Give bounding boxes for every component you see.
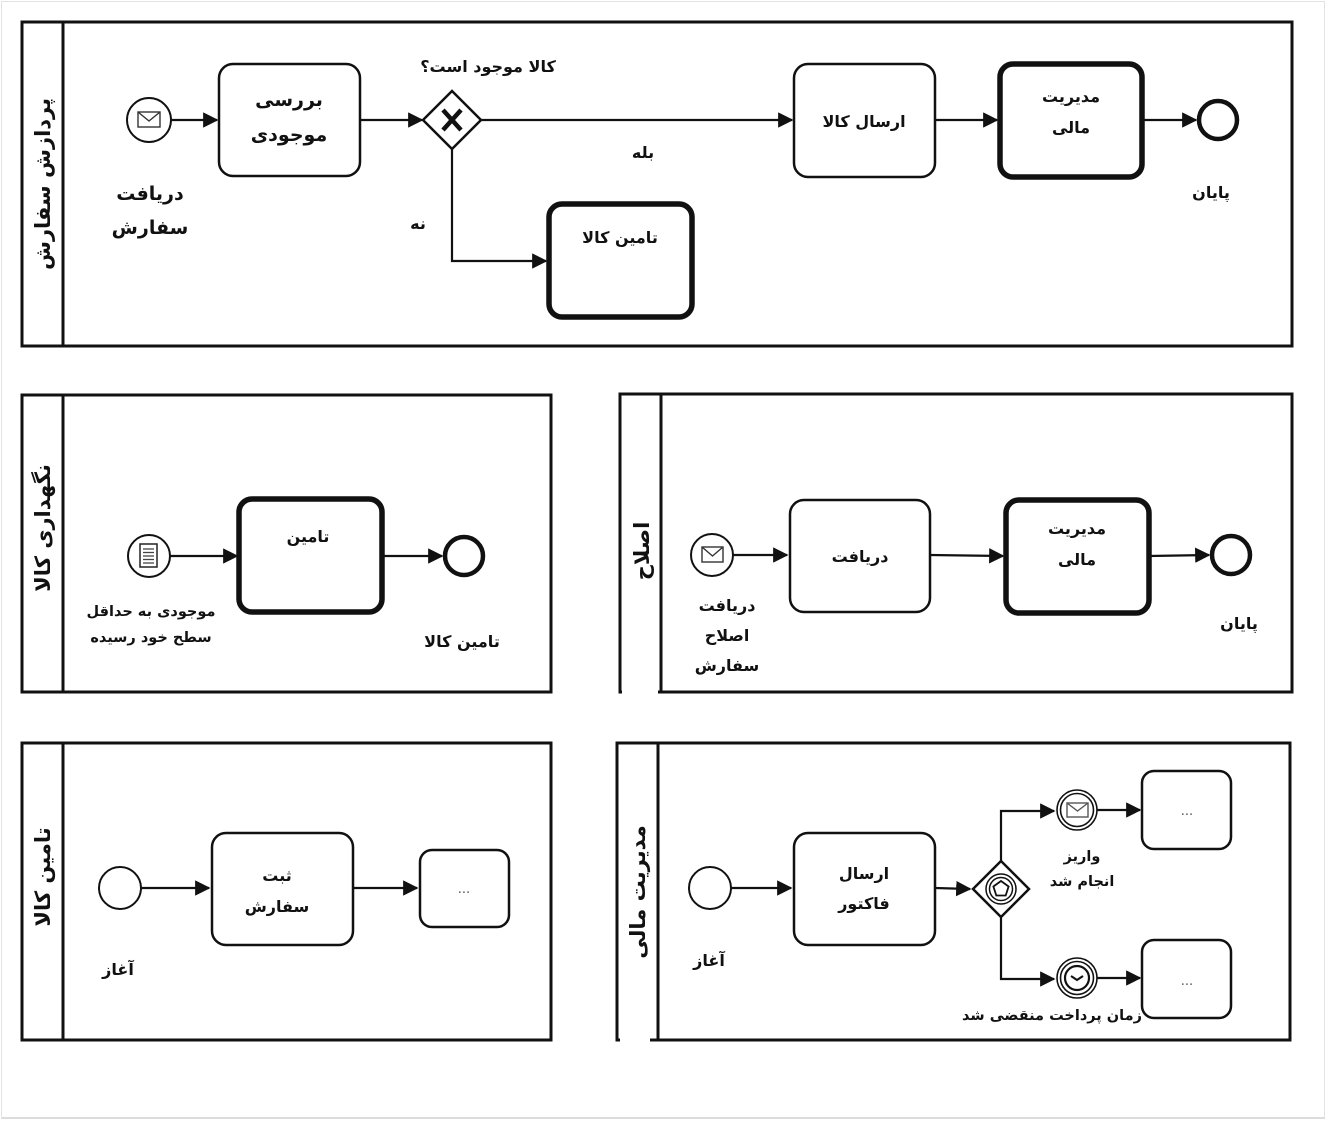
x-icon: [441, 108, 463, 132]
pool-border: [618, 392, 1294, 694]
intermediate-event-label: زمان پرداخت منقضی شد: [962, 1008, 1142, 1024]
start-event-label-line2: اصلاح: [705, 626, 750, 645]
task-placeholder[interactable]: ...: [418, 848, 511, 929]
pool-title: پردازش سفارش: [31, 98, 55, 270]
sequence-flow-no[interactable]: [450, 149, 548, 269]
end-event[interactable]: [1209, 533, 1253, 577]
task-label-line2: سفارش: [245, 897, 310, 916]
task-register-order[interactable]: ثبت سفارش: [210, 831, 355, 947]
task-placeholder-timeout[interactable]: ...: [1140, 938, 1233, 1020]
event-based-gateway[interactable]: [971, 859, 1031, 919]
pool-title: اصلاح: [630, 522, 654, 581]
subprocess-label-line1: مدیریت: [1048, 519, 1106, 538]
task-check-inventory[interactable]: بررسی موجودی: [217, 62, 362, 178]
start-event-label: آغاز: [101, 959, 134, 979]
start-event-conditional[interactable]: [127, 534, 171, 578]
start-event-label-line2: سطح خود رسیده: [90, 630, 211, 646]
end-event-label: پایان: [1192, 183, 1230, 203]
end-event-label: پایان: [1220, 614, 1258, 634]
start-event[interactable]: [98, 866, 142, 910]
sequence-flow[interactable]: [934, 880, 972, 897]
flow-no-label: نه: [410, 214, 426, 233]
exclusive-gateway[interactable]: [421, 89, 483, 151]
task-receive[interactable]: دریافت: [788, 498, 932, 614]
intermediate-event-timer[interactable]: [1056, 957, 1098, 999]
task-label: ارسال کالا: [822, 112, 905, 131]
pool-correction: اصلاح دریافت اصلاح سفارش دریافت مدیریت م…: [618, 392, 1294, 696]
pool-supply: تامین کالا آغاز ثبت سفارش ...: [20, 741, 553, 1042]
intermediate-event-label-line2: انجام شد: [1050, 874, 1115, 890]
pool-title: مدیریت مالی: [626, 825, 650, 959]
pool-border: [20, 20, 1294, 348]
end-event[interactable]: [1196, 98, 1240, 142]
intermediate-event-message[interactable]: [1056, 789, 1098, 831]
task-placeholder-payment[interactable]: ...: [1140, 769, 1233, 851]
border-gap: [622, 688, 658, 696]
pool-title: تامین کالا: [31, 827, 55, 926]
start-event-label-line3: سفارش: [695, 656, 760, 675]
pool-border: [615, 741, 1292, 1042]
start-event-message[interactable]: [690, 533, 734, 577]
subprocess-label-line2: مالی: [1058, 550, 1096, 569]
envelope-icon: [137, 111, 161, 128]
start-event-label-line1: دریافت: [699, 596, 756, 615]
pentagon-icon: [992, 879, 1010, 897]
task-label-line2: موجودی: [251, 124, 327, 146]
start-event-label-line2: سفارش: [112, 217, 189, 239]
task-label-line1: ارسال: [839, 864, 889, 883]
sequence-flow[interactable]: [1148, 547, 1211, 563]
task-label: دریافت: [832, 547, 889, 566]
subprocess-label: تامین کالا: [582, 228, 658, 247]
envelope-icon: [701, 546, 724, 563]
sequence-flow[interactable]: [929, 548, 1005, 564]
task-label-line2: فاکتور: [837, 894, 890, 913]
subprocess-supply-goods[interactable]: تامین کالا: [546, 201, 695, 320]
subprocess-label-line1: مدیریت: [1042, 87, 1100, 106]
subprocess-financial-management[interactable]: مدیریت مالی: [1003, 497, 1152, 616]
start-event[interactable]: [688, 866, 732, 910]
start-event-label-line1: موجودی به حداقل: [87, 604, 216, 620]
task-ship-goods[interactable]: ارسال کالا: [792, 62, 937, 179]
subprocess-label-line2: مالی: [1052, 118, 1090, 137]
subprocess-financial-management[interactable]: مدیریت مالی: [997, 61, 1145, 180]
start-event-label-line1: دریافت: [116, 183, 184, 205]
start-event-label: آغاز: [692, 950, 725, 970]
clock-icon: [1063, 964, 1091, 992]
pool-border: [20, 741, 553, 1042]
task-send-invoice[interactable]: ارسال فاکتور: [792, 831, 937, 947]
task-label: ...: [1181, 804, 1193, 819]
pool-title: نگهداری کالا: [30, 464, 55, 592]
task-label-line1: ثبت: [262, 866, 291, 885]
pool-inventory: نگهداری کالا موجودی به حداقل سطح خود رسی…: [20, 393, 553, 694]
sequence-flow[interactable]: [999, 917, 1056, 987]
pool-finance: مدیریت مالی آغاز ارسال فاکتور: [615, 741, 1292, 1044]
sequence-flow[interactable]: [999, 803, 1056, 861]
end-event[interactable]: [442, 534, 486, 578]
subprocess-supply[interactable]: تامین: [236, 496, 385, 615]
gateway-question-label: کالا موجود است؟: [420, 57, 556, 76]
envelope-icon: [1066, 802, 1089, 818]
intermediate-event-label-line1: واریز: [1063, 849, 1101, 865]
task-label: ...: [1181, 974, 1193, 989]
task-label-line1: بررسی: [255, 89, 323, 111]
flow-yes-label: بله: [632, 143, 654, 162]
pool-order-processing: پردازش سفارش دریافت سفارش بررسی موجودی: [20, 20, 1294, 348]
task-label: ...: [458, 882, 470, 897]
border-gap: [620, 1036, 650, 1044]
start-event-message[interactable]: [126, 97, 172, 143]
subprocess-label: تامین: [287, 527, 330, 546]
document-icon: [139, 543, 158, 568]
pool-border: [20, 393, 553, 694]
end-event-label: تامین کالا: [424, 632, 500, 651]
